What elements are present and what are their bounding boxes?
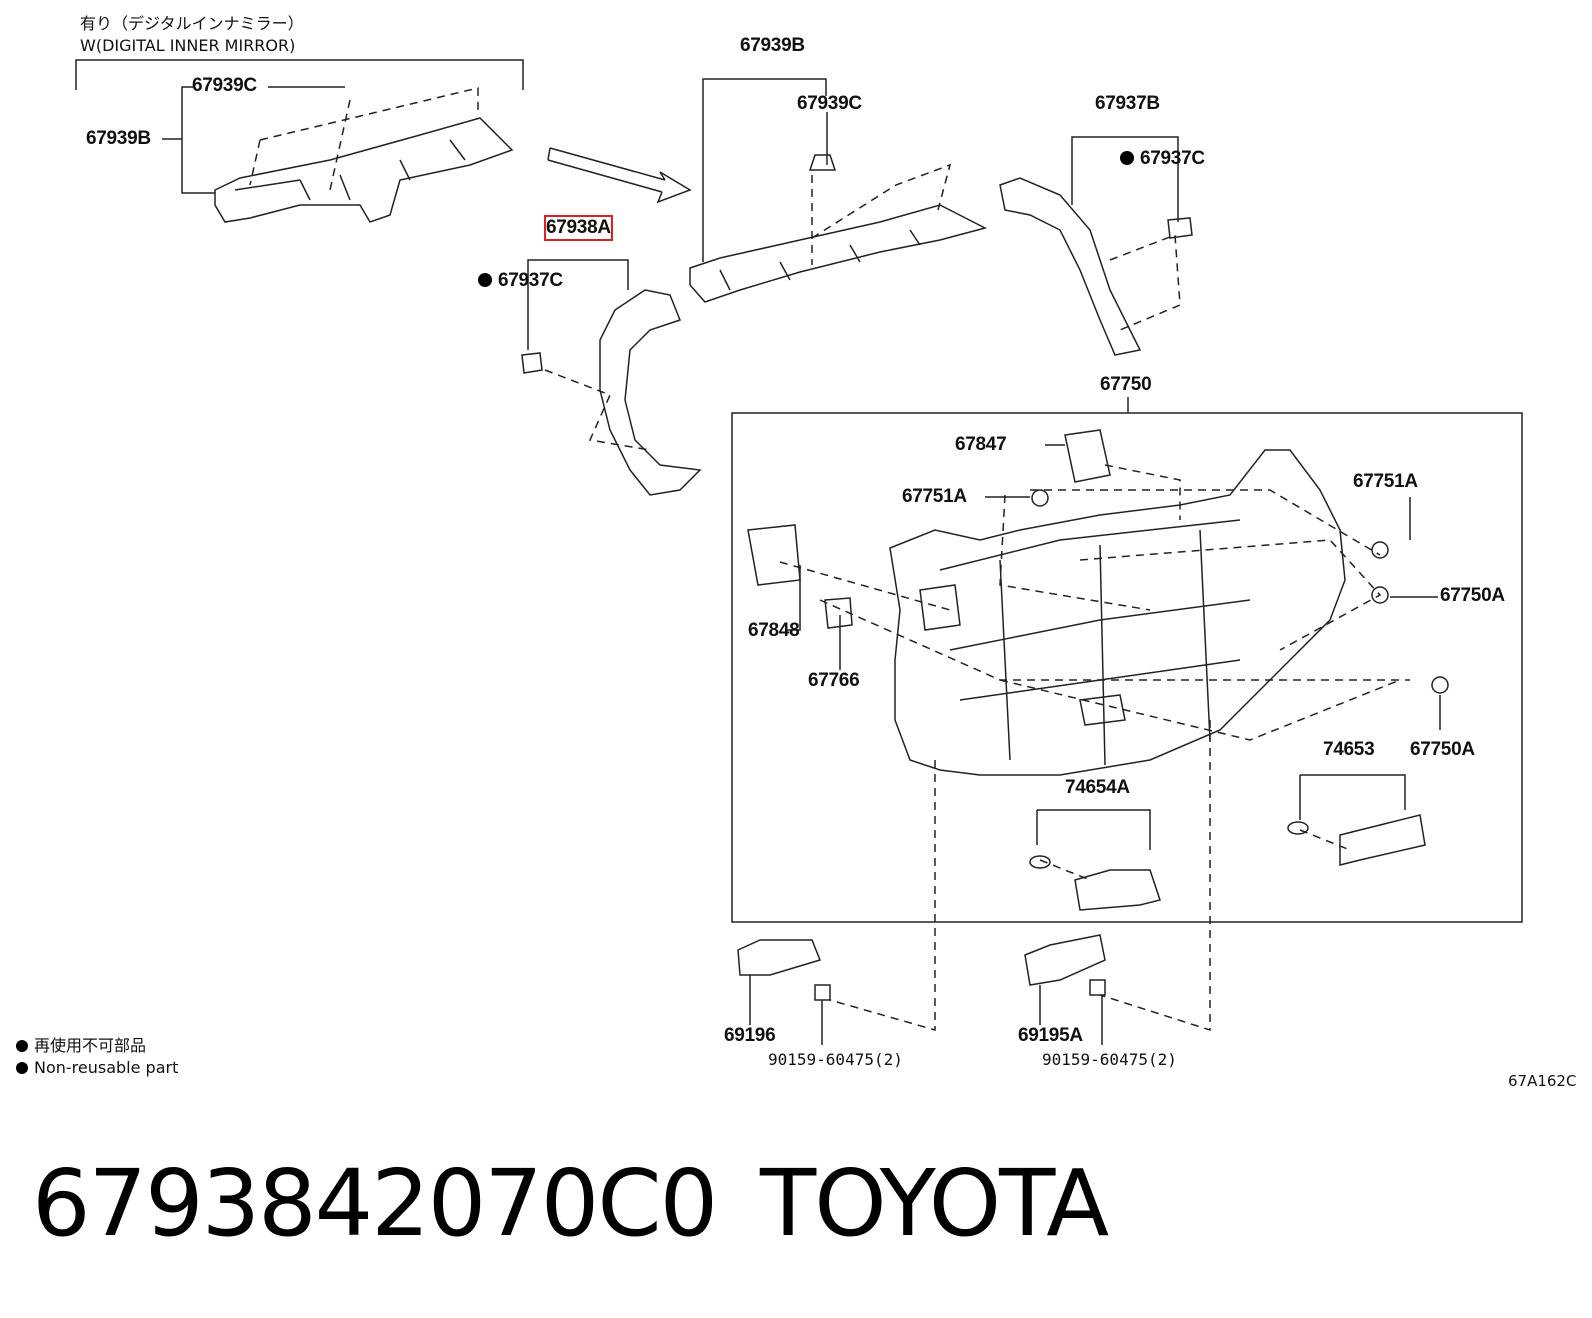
- clip-67937C-left: [521, 352, 543, 374]
- leader-line: [1036, 774, 1406, 850]
- footer-part-number: 6793842070C0: [32, 1150, 718, 1257]
- leader-line: [702, 78, 827, 262]
- cap-74653: [1287, 821, 1309, 835]
- non-reusable-dot-icon: [16, 1040, 28, 1052]
- clip-67939C: [808, 154, 837, 171]
- legend-japanese: 再使用不可部品: [16, 1032, 146, 1056]
- handle-74653: [1339, 814, 1426, 866]
- callout-67937C[interactable]: 67937C: [1120, 148, 1205, 170]
- cover-67848: [747, 524, 801, 586]
- variant-note-japanese: 有り（デジタルインナミラー）: [80, 14, 304, 33]
- direction-arrow: [547, 147, 692, 204]
- bolt-90159-left: [814, 984, 831, 1001]
- callout-67848[interactable]: 67848: [748, 620, 800, 641]
- callout-67750A[interactable]: 67750A: [1410, 739, 1475, 760]
- clip-67751A-left: [1031, 489, 1049, 507]
- callout-69195A[interactable]: 69195A: [1018, 1025, 1083, 1046]
- variant-note-english: W(DIGITAL INNER MIRROR): [80, 36, 296, 55]
- pillar-trim-right: [999, 177, 1142, 356]
- clip-67937C-right: [1167, 217, 1193, 239]
- callout-67938A-highlighted[interactable]: 67938A: [544, 215, 613, 241]
- callout-90159-60475[interactable]: 90159-60475(2): [768, 1050, 903, 1069]
- bracket-67766: [824, 597, 853, 629]
- leader-line: [181, 86, 215, 194]
- callout-67939C[interactable]: 67939C: [797, 93, 862, 114]
- back-door-trim-board: [889, 449, 1346, 776]
- callout-74654A[interactable]: 74654A: [1065, 777, 1130, 798]
- callout-90159-60475[interactable]: 90159-60475(2): [1042, 1050, 1177, 1069]
- callout-67939C[interactable]: 67939C: [192, 75, 257, 96]
- leader-line: [527, 259, 629, 350]
- clip-67751A-right: [1371, 541, 1389, 559]
- legend-english: Non-reusable part: [16, 1058, 178, 1077]
- non-reusable-dot-icon: [478, 273, 492, 287]
- cap-74654A: [1029, 855, 1051, 869]
- callout-67939B[interactable]: 67939B: [740, 35, 805, 56]
- callout-67939B[interactable]: 67939B: [86, 128, 151, 149]
- callout-67750[interactable]: 67750: [1100, 374, 1152, 395]
- callout-67937B[interactable]: 67937B: [1095, 93, 1160, 114]
- callout-67750A[interactable]: 67750A: [1440, 585, 1505, 606]
- callout-74653[interactable]: 74653: [1323, 739, 1375, 760]
- bracket-69196: [737, 939, 822, 976]
- leader-line: [785, 444, 1441, 730]
- leader-line: [749, 975, 1103, 1045]
- non-reusable-dot-icon: [16, 1062, 28, 1074]
- callout-67751A[interactable]: 67751A: [1353, 471, 1418, 492]
- footer-brand: TOYOTA: [760, 1150, 1109, 1257]
- non-reusable-dot-icon: [1120, 151, 1134, 165]
- clip-67750A-low: [1431, 676, 1449, 694]
- assembly-box-67750: [731, 412, 1523, 923]
- bolt-90159-right: [1089, 979, 1106, 996]
- callout-67847[interactable]: 67847: [955, 434, 1007, 455]
- callout-67937C[interactable]: 67937C: [478, 270, 563, 292]
- cover-67847: [1064, 429, 1111, 483]
- leader-line: [249, 87, 479, 186]
- diagram-code: 67A162C: [1508, 1072, 1577, 1090]
- header-trim-panel-left: [214, 117, 514, 223]
- variant-bracket: [75, 59, 524, 90]
- callout-67766[interactable]: 67766: [808, 670, 860, 691]
- handle-74654A: [1074, 869, 1161, 911]
- leader-line: [1071, 136, 1179, 222]
- leader-line: [1109, 233, 1181, 331]
- leader-line: [811, 163, 952, 265]
- leader-line: [329, 99, 351, 191]
- bracket-69195A: [1024, 934, 1106, 986]
- pillar-trim-left: [599, 289, 702, 496]
- header-trim-panel-right: [689, 204, 988, 303]
- callout-67751A[interactable]: 67751A: [902, 486, 967, 507]
- clip-67750A-mid: [1371, 586, 1389, 604]
- callout-69196[interactable]: 69196: [724, 1025, 776, 1046]
- leader-line: [544, 369, 651, 451]
